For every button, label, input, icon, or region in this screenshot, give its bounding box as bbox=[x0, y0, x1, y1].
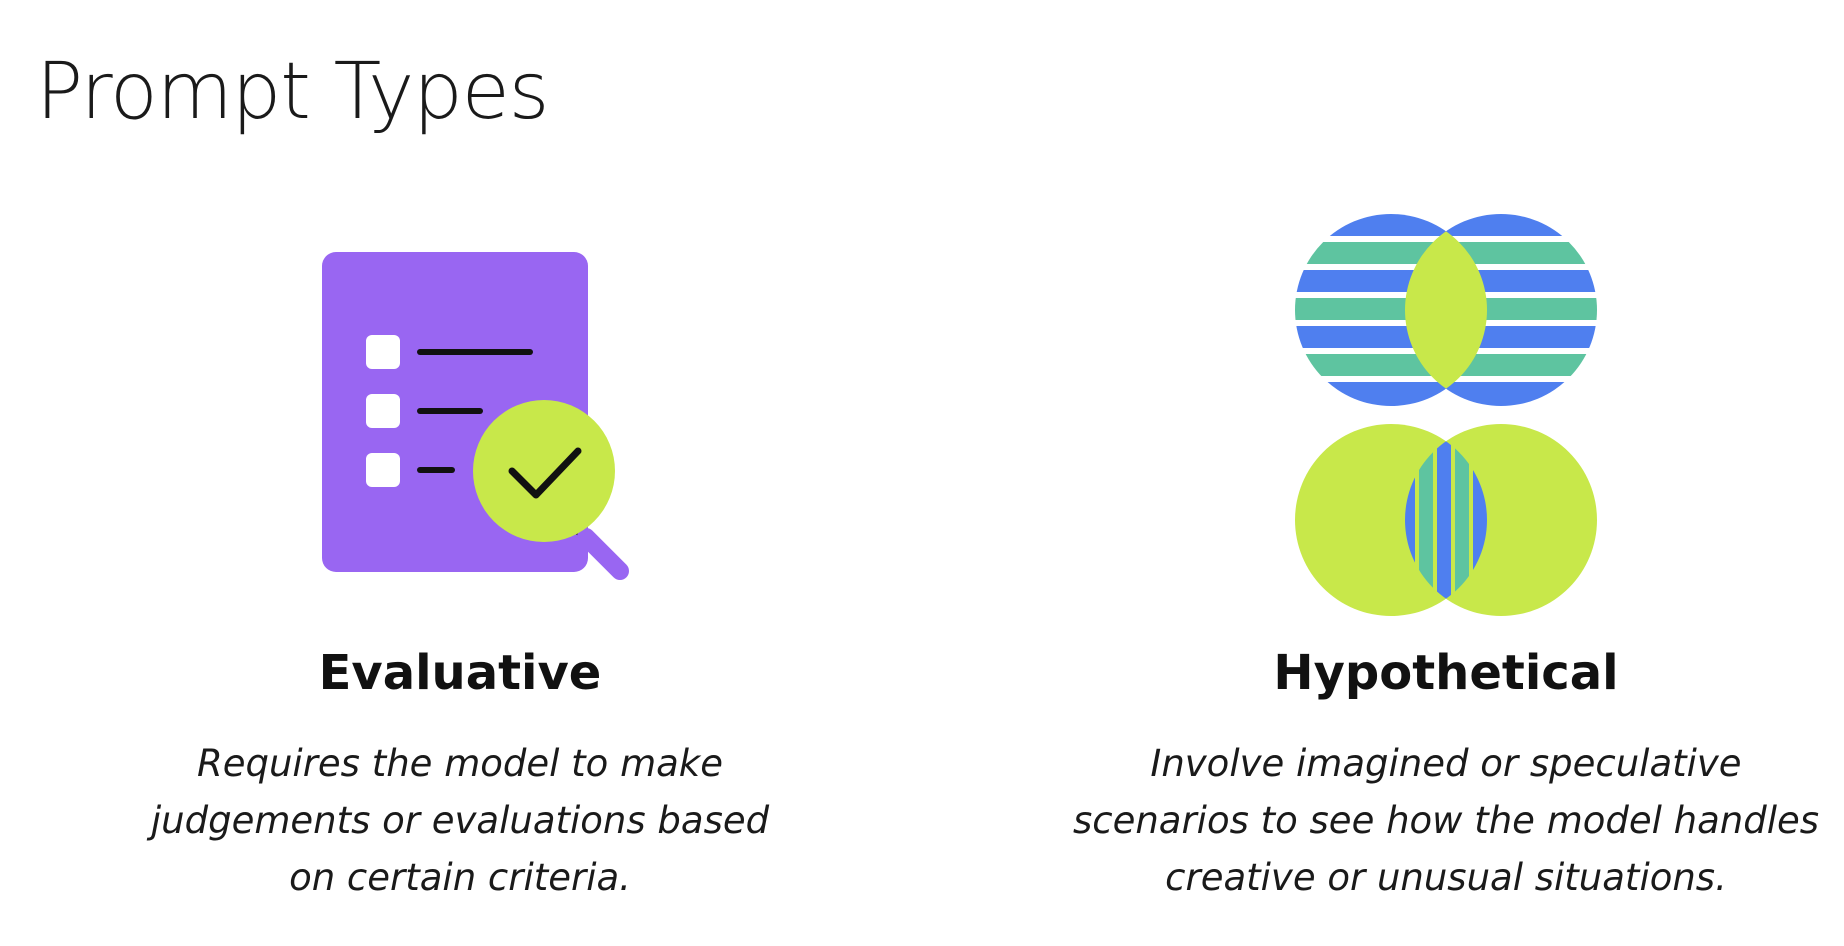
card-heading: Evaluative bbox=[318, 645, 602, 701]
card-description: Requires the model to make judgements or… bbox=[80, 735, 840, 906]
card-hypothetical: Hypothetical Involve imagined or specula… bbox=[1066, 195, 1826, 899]
card-description-line: judgements or evaluations based bbox=[150, 799, 770, 842]
card-description-line: scenarios to see how the model handles bbox=[1072, 799, 1820, 842]
card-description-line: on certain criteria. bbox=[289, 856, 631, 899]
card-heading: Hypothetical bbox=[1273, 645, 1619, 701]
card-description-line: Involve imagined or speculative bbox=[1150, 742, 1742, 785]
card-evaluative: Evaluative Requires the model to make ju… bbox=[80, 195, 840, 899]
card-description-line: Requires the model to make bbox=[197, 742, 723, 785]
checklist-magnifier-icon bbox=[322, 252, 629, 580]
card-description: Involve imagined or speculative scenario… bbox=[1066, 735, 1826, 906]
page-title: Prompt Types bbox=[36, 47, 549, 137]
card-description-line: creative or unusual situations. bbox=[1165, 856, 1727, 899]
striped-venn-circles-icon bbox=[1295, 214, 1597, 616]
